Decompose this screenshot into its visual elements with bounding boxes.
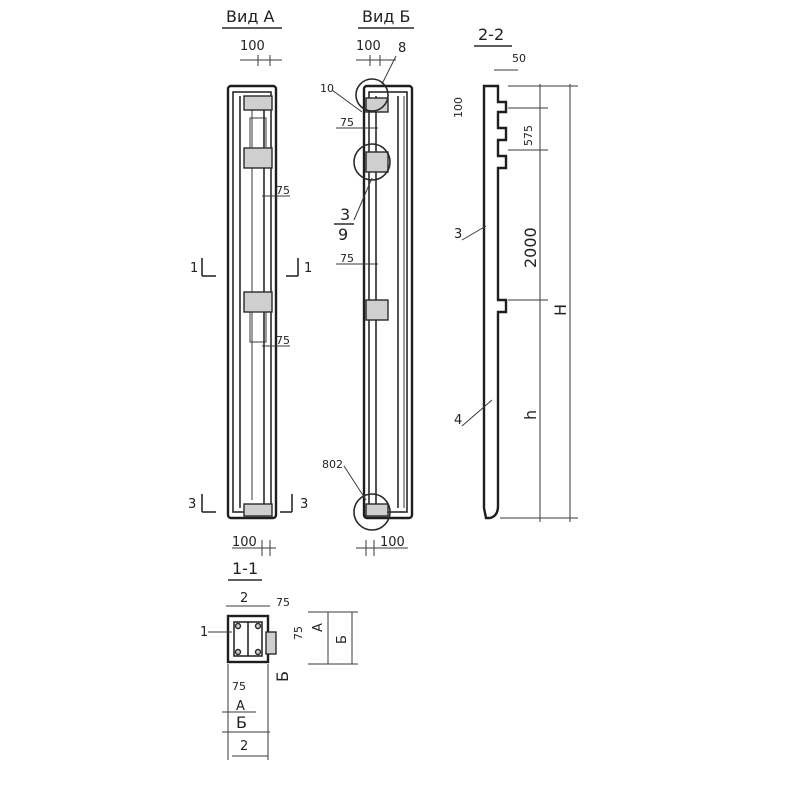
view-a-dim75-upper: 75 (276, 184, 290, 197)
view-b-console-lower (365, 299, 389, 321)
view-a-console-lower (243, 291, 273, 313)
section-1-1-dim-b-side-right: Б (335, 635, 350, 644)
view-a-cap-bottom (243, 503, 273, 517)
callout-802-leader (343, 465, 367, 501)
section-2-2: 2-2 50 100 575 2000 h H 3 4 (452, 25, 578, 522)
section-2-2-h-label: h (521, 410, 540, 420)
view-b-cap-bottom (365, 503, 389, 517)
view-b-cap-top (365, 97, 389, 113)
rebar-3 (234, 648, 242, 656)
section-1-1-dim-a-bottom: А (236, 699, 245, 714)
callout-3-side: 3 (454, 227, 462, 242)
callout-9-fraction: 9 (338, 225, 348, 244)
section-1-1-dim-a-side: А (311, 623, 326, 632)
view-b-dim75-mid: 75 (340, 252, 354, 265)
view-b-console-upper (365, 151, 389, 173)
detail-circle-top (355, 78, 389, 112)
callout-4-side-leader (461, 399, 493, 427)
section-1-1-dim-75-bottom: 75 (232, 680, 246, 693)
view-a-outer-frame (226, 84, 278, 520)
callout-3-fraction: 3 (340, 205, 350, 224)
cut-3-right-label: 3 (300, 497, 308, 512)
section-1-1-title: 1-1 (232, 559, 258, 578)
view-b-top-dim: 100 (356, 39, 381, 54)
section-2-2-dim-2000: 2000 (521, 227, 540, 268)
section-1-1-dim-2-top: 2 (240, 591, 248, 606)
section-2-2-dim-575: 575 (522, 125, 535, 146)
view-a-insert-1 (249, 117, 267, 149)
section-2-2-dim-50: 50 (512, 52, 526, 65)
callout-3-9-leader (353, 177, 373, 221)
detail-circle-bottom (353, 493, 391, 531)
section-2-2-dim-100: 100 (452, 97, 465, 118)
section-1-1-dim-b-side: Б (273, 671, 292, 682)
section-1-1-dim-75-side: 75 (292, 626, 305, 640)
callout-3-side-leader (461, 225, 487, 241)
section-1-1: 1-1 2 75 1 75 А Б Б 75 А Б 2 (200, 559, 358, 760)
callout-8-leader (381, 55, 397, 85)
view-a-top-dim: 100 (240, 39, 265, 54)
view-a-dim75-lower: 75 (276, 334, 290, 347)
view-a-cap-top (243, 95, 273, 111)
rebar-4 (254, 648, 262, 656)
view-b-outer-frame (362, 84, 414, 520)
rebar-1 (234, 622, 242, 630)
view-a-console-upper (243, 147, 273, 169)
cut-1-right-label: 1 (304, 261, 312, 276)
section-1-1-dim-75-top: 75 (276, 596, 290, 609)
rebar-2 (254, 622, 262, 630)
callout-1-section: 1 (200, 625, 208, 640)
section-1-1-insert (265, 631, 277, 655)
detail-circle-upper (353, 143, 391, 181)
view-b-title: Вид Б (362, 7, 411, 26)
view-b: Вид Б 100 8 10 75 3 9 75 802 10 (320, 7, 414, 556)
view-b-bottom-dim: 100 (380, 535, 405, 550)
callout-10: 10 (320, 82, 334, 95)
callout-802: 802 (322, 458, 343, 471)
section-1-1-dim-b-bottom: Б (236, 713, 247, 732)
cut-3-left-label: 3 (188, 497, 196, 512)
section-2-2-title: 2-2 (478, 25, 504, 44)
view-a: Вид А 100 75 75 100 (222, 7, 290, 556)
cut-markers: 1 1 3 3 (188, 258, 312, 513)
cut-1-left-label: 1 (190, 261, 198, 276)
section-2-2-H-label: H (551, 304, 570, 316)
section-2-2-profile (482, 84, 508, 520)
callout-4-side: 4 (454, 413, 462, 428)
callout-8: 8 (398, 41, 406, 56)
view-b-dim75-upper: 75 (340, 116, 354, 129)
view-a-title: Вид А (226, 7, 275, 26)
section-1-1-dim-2-bottom: 2 (240, 739, 248, 754)
callout-10-leader (331, 89, 363, 113)
view-a-bottom-dim: 100 (232, 535, 257, 550)
view-a-insert-2 (249, 311, 267, 343)
